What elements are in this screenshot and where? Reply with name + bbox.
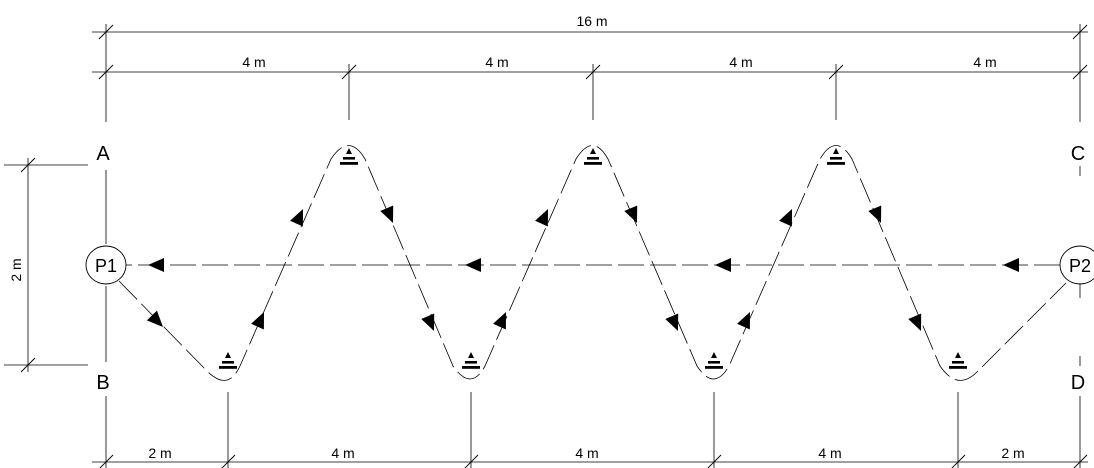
corner-label-c: C bbox=[1071, 143, 1085, 165]
dim-left-height: 2 m bbox=[8, 258, 24, 281]
arrow-down-2 bbox=[380, 205, 400, 226]
point-p2: P2 bbox=[1059, 245, 1094, 285]
dim-top-4: 4 m bbox=[973, 54, 996, 70]
run-path bbox=[118, 145, 1067, 381]
arrow-up-2 bbox=[290, 206, 310, 227]
arrow-up-4 bbox=[535, 206, 555, 227]
corner-label-d: D bbox=[1071, 372, 1085, 394]
direction-arrows bbox=[146, 205, 1019, 334]
dim-top-2: 4 m bbox=[485, 54, 508, 70]
arrow-up-1 bbox=[251, 309, 271, 330]
corner-label-a: A bbox=[96, 143, 110, 165]
dim-bottom-1: 2 m bbox=[148, 445, 171, 461]
dim-top-1: 4 m bbox=[242, 54, 265, 70]
dim-bottom-5: 2 m bbox=[1001, 445, 1024, 461]
arrow-left-3 bbox=[465, 258, 481, 272]
cone-top-3 bbox=[827, 148, 845, 167]
point-p2-circle bbox=[1059, 245, 1094, 285]
dim-total-top: 16 m bbox=[576, 13, 607, 29]
arrow-up-5 bbox=[737, 309, 757, 330]
point-p2-label: P2 bbox=[1069, 256, 1091, 276]
arrow-left-2 bbox=[715, 258, 731, 272]
corner-label-b: B bbox=[96, 372, 109, 394]
arrow-down-6 bbox=[868, 205, 888, 226]
dim-top-3: 4 m bbox=[729, 54, 752, 70]
dimension-ticks bbox=[20, 24, 1088, 468]
cone-bottom-4 bbox=[949, 352, 967, 371]
arrow-left-1 bbox=[1003, 258, 1019, 272]
point-p1-circle bbox=[85, 245, 127, 285]
cone-bottom-1 bbox=[219, 352, 237, 371]
dim-top-segments: 4 m 4 m 4 m 4 m bbox=[242, 54, 996, 70]
cone-bottom-2 bbox=[462, 352, 480, 371]
cone-top-1 bbox=[340, 148, 358, 167]
point-p1-label: P1 bbox=[95, 256, 117, 276]
arrow-up-6 bbox=[779, 206, 799, 227]
cones bbox=[219, 148, 967, 371]
dim-bottom-segments: 2 m 4 m 4 m 4 m 2 m bbox=[148, 445, 1024, 461]
slalom-path bbox=[118, 145, 1067, 381]
arrow-down-1 bbox=[146, 310, 169, 332]
arrow-left-4 bbox=[148, 258, 164, 272]
dim-bottom-2: 4 m bbox=[331, 445, 354, 461]
arrow-down-4 bbox=[624, 205, 644, 226]
dim-bottom-3: 4 m bbox=[575, 445, 598, 461]
arrow-up-3 bbox=[493, 309, 513, 330]
point-p1: P1 bbox=[85, 245, 127, 285]
dim-bottom-4: 4 m bbox=[818, 445, 841, 461]
cone-bottom-3 bbox=[705, 352, 723, 371]
cone-top-2 bbox=[584, 148, 602, 167]
dimension-lines bbox=[4, 24, 1088, 468]
